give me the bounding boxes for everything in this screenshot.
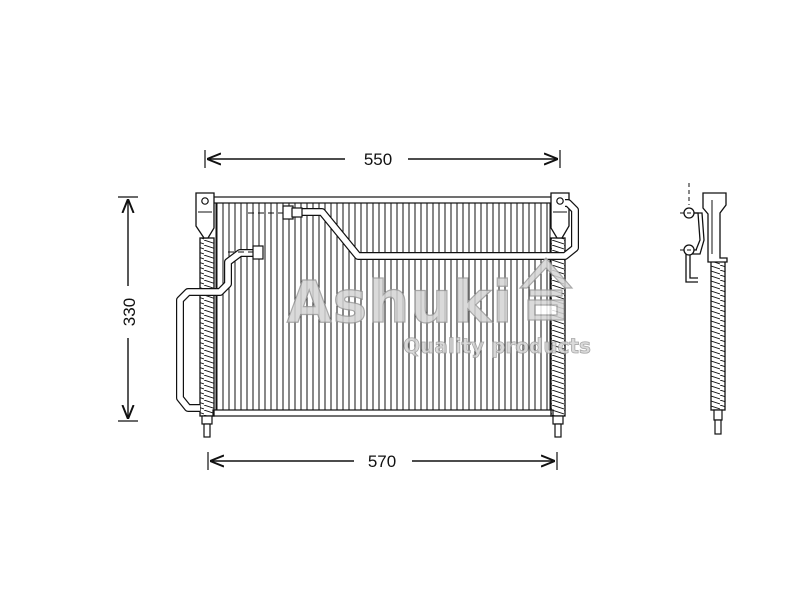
lower-refrigerant-pipe	[177, 250, 262, 411]
height-label: 330	[120, 298, 139, 326]
ashuki-watermark: Ashuki Quality products	[286, 257, 591, 358]
side-header-tank	[710, 259, 726, 411]
left-mounting-bracket	[195, 192, 215, 239]
right-mounting-bracket	[550, 192, 570, 239]
left-header-tank	[199, 237, 215, 417]
top-width-label: 550	[364, 150, 392, 169]
height-dimension: 330	[118, 196, 139, 422]
condenser-side-view	[680, 183, 728, 435]
watermark-logo-icon	[518, 257, 574, 321]
bottom-rail	[212, 409, 554, 417]
condenser-front-view	[176, 192, 579, 438]
top-width-dimension: 550	[204, 150, 561, 169]
bottom-width-dimension: 570	[207, 452, 558, 471]
fin-core	[215, 202, 551, 411]
right-header-tank	[550, 237, 566, 417]
right-mounting-pin	[554, 423, 562, 438]
top-rail	[212, 196, 554, 204]
left-mounting-pin	[203, 423, 211, 438]
lower-pipe-fitting	[252, 245, 264, 260]
watermark-brand: Ashuki	[287, 268, 513, 336]
bottom-width-label: 570	[368, 452, 396, 471]
watermark-tagline: Quality products	[403, 334, 591, 358]
upper-refrigerant-pipe	[302, 200, 578, 259]
side-mounting-bracket	[702, 192, 728, 263]
side-mounting-pin	[714, 419, 722, 435]
